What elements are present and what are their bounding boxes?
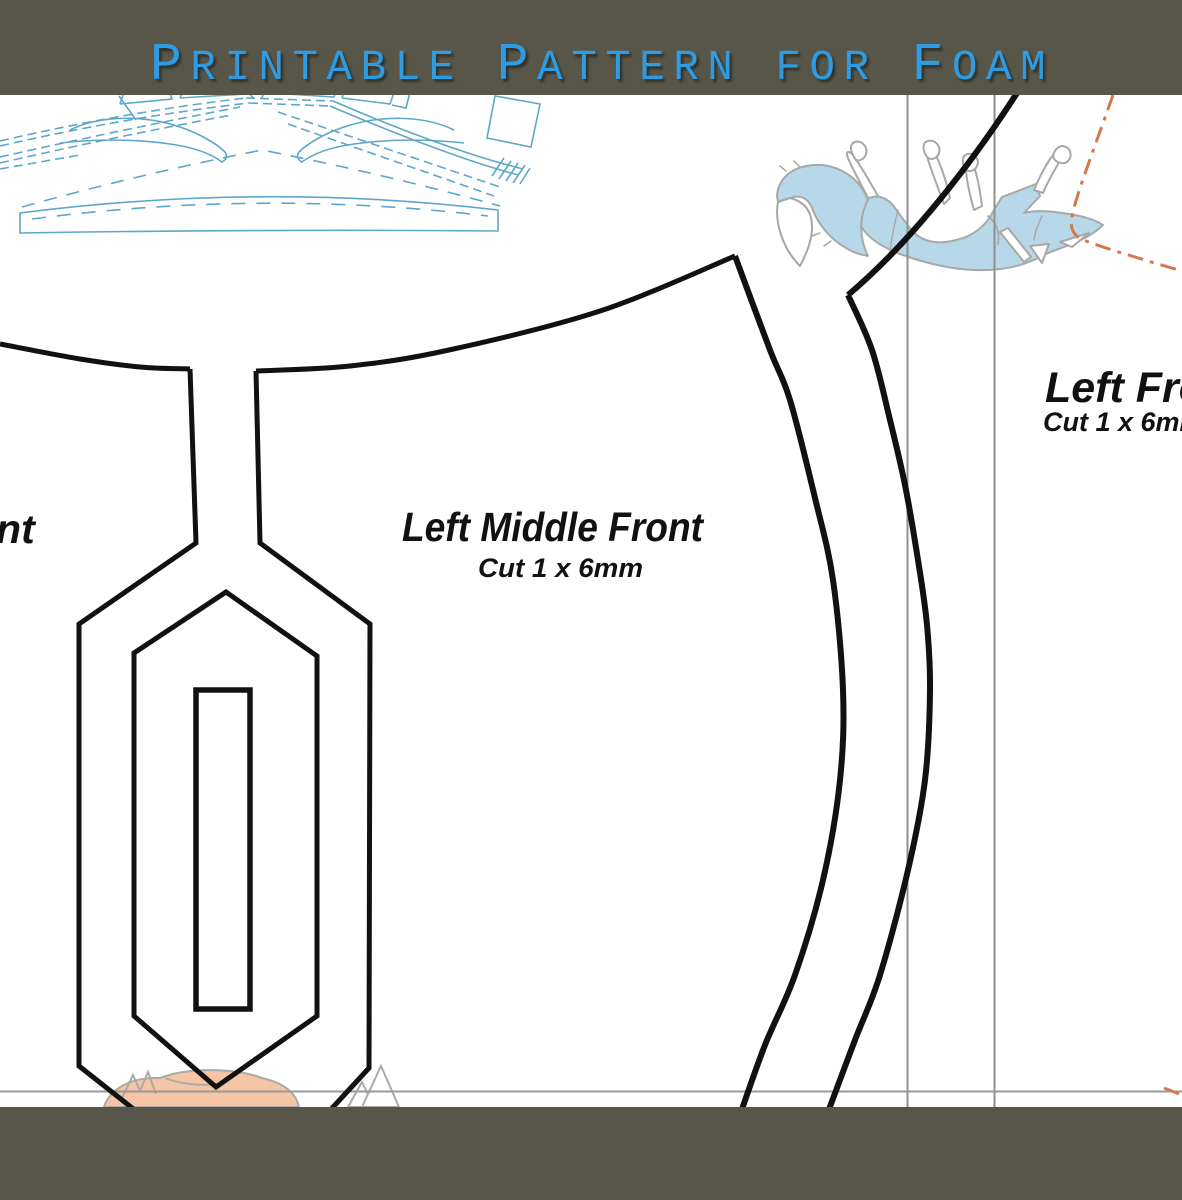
svg-text:Cut 1 x 6mm: Cut 1 x 6mm: [478, 553, 643, 583]
svg-text:Left Front: Left Front: [1045, 364, 1182, 412]
svg-text:Cut 1 x 6mm: Cut 1 x 6mm: [1043, 407, 1182, 437]
svg-text:Front: Front: [0, 506, 37, 552]
svg-text:PRINTABLE PATTERN FOR FOAM: PRINTABLE PATTERN FOR FOAM: [150, 35, 1054, 95]
svg-text:Left Middle Front: Left Middle Front: [402, 504, 705, 550]
svg-text:PRINTABLE PATTERN FOR FOAM: PRINTABLE PATTERN FOR FOAM: [153, 38, 1057, 98]
